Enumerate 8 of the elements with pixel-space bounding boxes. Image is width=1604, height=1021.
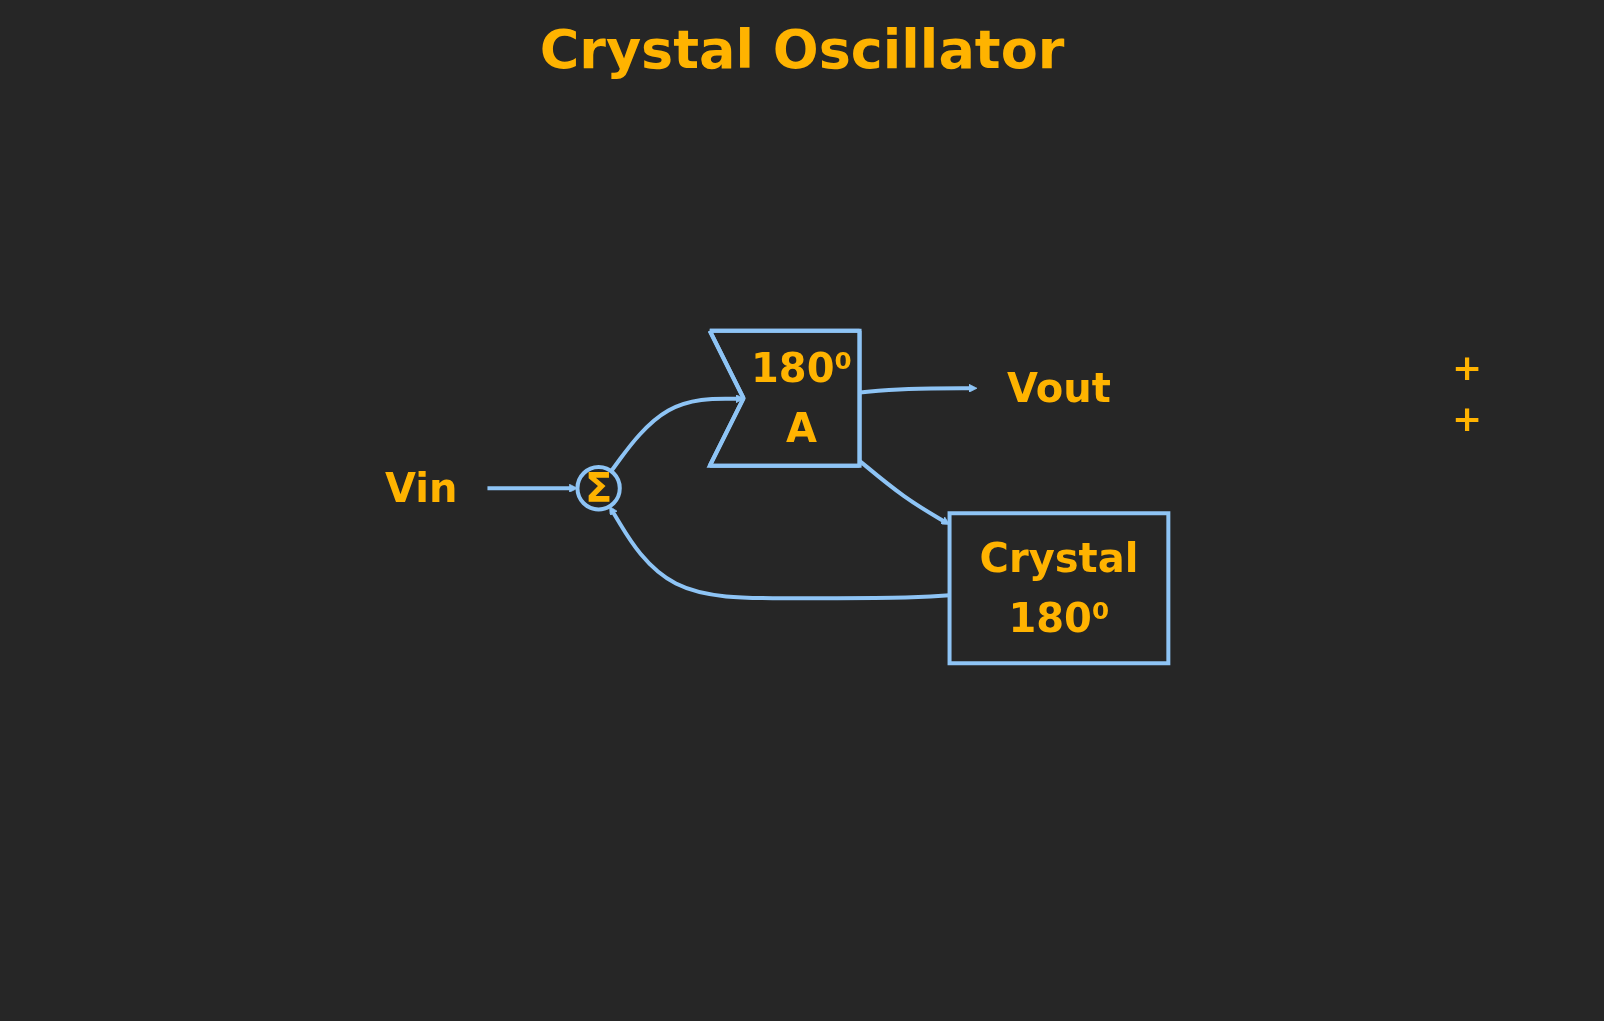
node-circle: Σ bbox=[575, 465, 622, 512]
node-box: Crystal 180⁰ bbox=[947, 511, 1171, 666]
node-text: Vout bbox=[1007, 365, 1112, 412]
sign-label: + bbox=[1451, 347, 1483, 388]
arrow bbox=[860, 383, 978, 395]
sign-label: + bbox=[1451, 398, 1483, 439]
diagram-title: Crystal Oscillator bbox=[538, 18, 1066, 81]
node-text: Vin bbox=[385, 465, 458, 512]
